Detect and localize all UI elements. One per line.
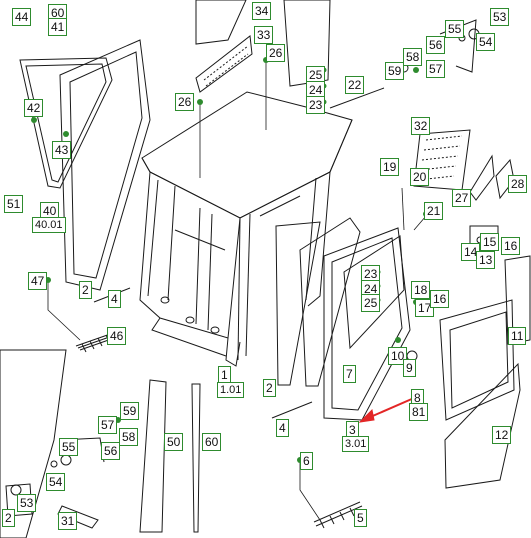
callout-c31[interactable]: 31 <box>58 512 78 530</box>
callout-c14[interactable]: 14 <box>461 243 481 261</box>
right-door <box>323 227 411 421</box>
callout-c18[interactable]: 18 <box>411 281 431 299</box>
left-glass <box>19 57 113 189</box>
callout-c32[interactable]: 32 <box>411 117 431 135</box>
callout-c1[interactable]: 1 <box>218 366 231 384</box>
hatch-strip-46 <box>75 331 121 353</box>
callout-c41[interactable]: 41 <box>48 18 68 36</box>
callout-c4a[interactable]: 4 <box>276 419 289 437</box>
callout-c16b[interactable]: 16 <box>430 290 450 308</box>
callout-c25a[interactable]: 25 <box>306 66 326 84</box>
callout-c26b[interactable]: 26 <box>175 93 195 111</box>
callout-c23a[interactable]: 23 <box>306 96 326 114</box>
callout-c11[interactable]: 11 <box>508 327 527 345</box>
callout-c54a[interactable]: 54 <box>476 33 496 51</box>
callout-c5[interactable]: 5 <box>354 509 367 527</box>
bottom-left-glass <box>0 349 67 538</box>
callout-c301[interactable]: 3.01 <box>342 436 370 452</box>
callout-c24a[interactable]: 24 <box>306 81 326 99</box>
callout-c28[interactable]: 28 <box>508 175 528 193</box>
tread-plate-33 <box>195 35 253 93</box>
callout-c57a[interactable]: 57 <box>426 60 446 78</box>
callout-c54b[interactable]: 54 <box>46 473 66 491</box>
callout-c59b[interactable]: 59 <box>120 402 140 420</box>
callout-c10[interactable]: 10 <box>388 347 408 365</box>
callout-c22[interactable]: 22 <box>345 76 365 94</box>
callout-c27[interactable]: 27 <box>452 189 472 207</box>
callout-c42[interactable]: 42 <box>24 99 44 117</box>
callout-c15[interactable]: 15 <box>480 233 500 251</box>
hatch-strip-5 <box>313 501 363 529</box>
callout-c2b[interactable]: 2 <box>263 379 276 397</box>
callout-c24b[interactable]: 24 <box>361 280 381 298</box>
callout-c53a[interactable]: 53 <box>490 8 510 26</box>
callout-c56b[interactable]: 56 <box>101 442 121 460</box>
callout-c34[interactable]: 34 <box>252 2 272 20</box>
callout-c12[interactable]: 12 <box>492 426 512 444</box>
callout-c17[interactable]: 17 <box>415 299 435 317</box>
callout-c46[interactable]: 46 <box>107 327 127 345</box>
callout-c47[interactable]: 47 <box>28 272 48 290</box>
callout-c59a[interactable]: 59 <box>385 62 405 80</box>
callout-c4001[interactable]: 40.01 <box>32 217 66 233</box>
pointer-arrow <box>358 397 415 423</box>
callout-c81[interactable]: 81 <box>409 403 429 421</box>
callout-c51[interactable]: 51 <box>4 195 24 213</box>
callout-c6[interactable]: 6 <box>300 452 313 470</box>
callout-c25b[interactable]: 25 <box>361 294 381 312</box>
callout-c20[interactable]: 20 <box>410 168 430 186</box>
callout-c57b[interactable]: 57 <box>98 416 118 434</box>
callout-c50[interactable]: 50 <box>164 433 184 451</box>
callout-c58a[interactable]: 58 <box>403 48 423 66</box>
callout-c55b[interactable]: 55 <box>59 438 79 456</box>
callout-c43[interactable]: 43 <box>52 141 72 159</box>
callout-c60[interactable]: 60 <box>48 4 68 22</box>
callout-c26a[interactable]: 26 <box>266 44 286 62</box>
callout-c56a[interactable]: 56 <box>426 36 446 54</box>
callout-c101[interactable]: 1.01 <box>217 382 245 398</box>
callout-c16a[interactable]: 16 <box>501 237 521 255</box>
callout-c60b[interactable]: 60 <box>202 433 222 451</box>
callout-c44[interactable]: 44 <box>12 8 32 26</box>
callout-c58b[interactable]: 58 <box>119 428 139 446</box>
callout-c7[interactable]: 7 <box>343 365 356 383</box>
callout-c53b[interactable]: 53 <box>17 494 37 512</box>
callout-c55a[interactable]: 55 <box>445 20 465 38</box>
callout-c9[interactable]: 9 <box>403 359 416 377</box>
callout-c21[interactable]: 21 <box>424 202 444 220</box>
callout-c33[interactable]: 33 <box>254 26 274 44</box>
callout-c19[interactable]: 19 <box>380 158 400 176</box>
left-door <box>59 39 151 291</box>
callout-c2a[interactable]: 2 <box>79 281 92 299</box>
callout-c4b[interactable]: 4 <box>108 290 121 308</box>
callout-c2c[interactable]: 2 <box>2 509 15 527</box>
callout-c13[interactable]: 13 <box>476 251 496 269</box>
